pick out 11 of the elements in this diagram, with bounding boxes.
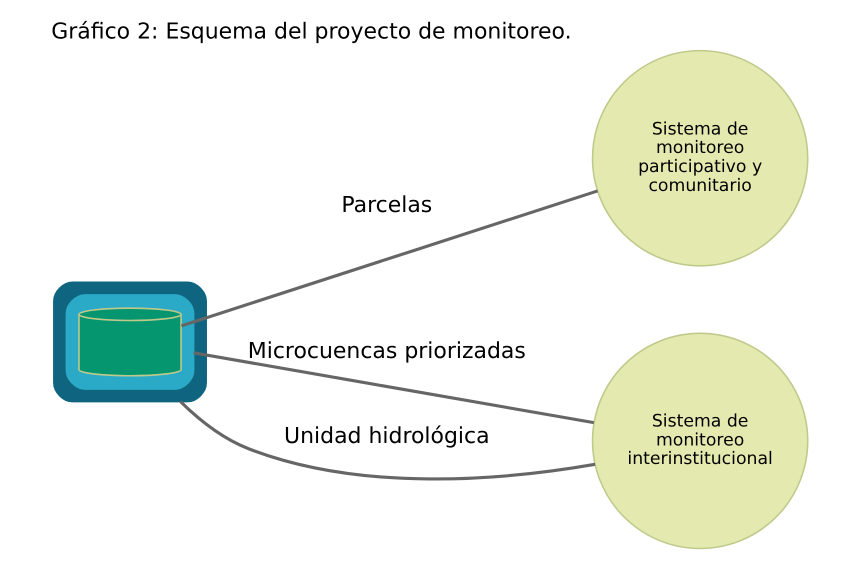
edge-label: Parcelas (341, 192, 432, 218)
node-circle: Sistema de monitoreo interinstitucional (592, 332, 808, 550)
diagram-title: Gráfico 2: Esquema del proyecto de monitoreo. (51, 19, 572, 44)
connector (179, 400, 596, 480)
edge-label: Unidad hidrológica (284, 424, 490, 449)
cluster (66, 294, 194, 390)
node-circle: Sistema de monitoreo participativo y comunitario (592, 50, 808, 267)
edge-label: Microcuencas priorizadas (248, 338, 526, 364)
cluster (53, 282, 207, 402)
connector (180, 189, 598, 328)
connector (193, 351, 594, 424)
